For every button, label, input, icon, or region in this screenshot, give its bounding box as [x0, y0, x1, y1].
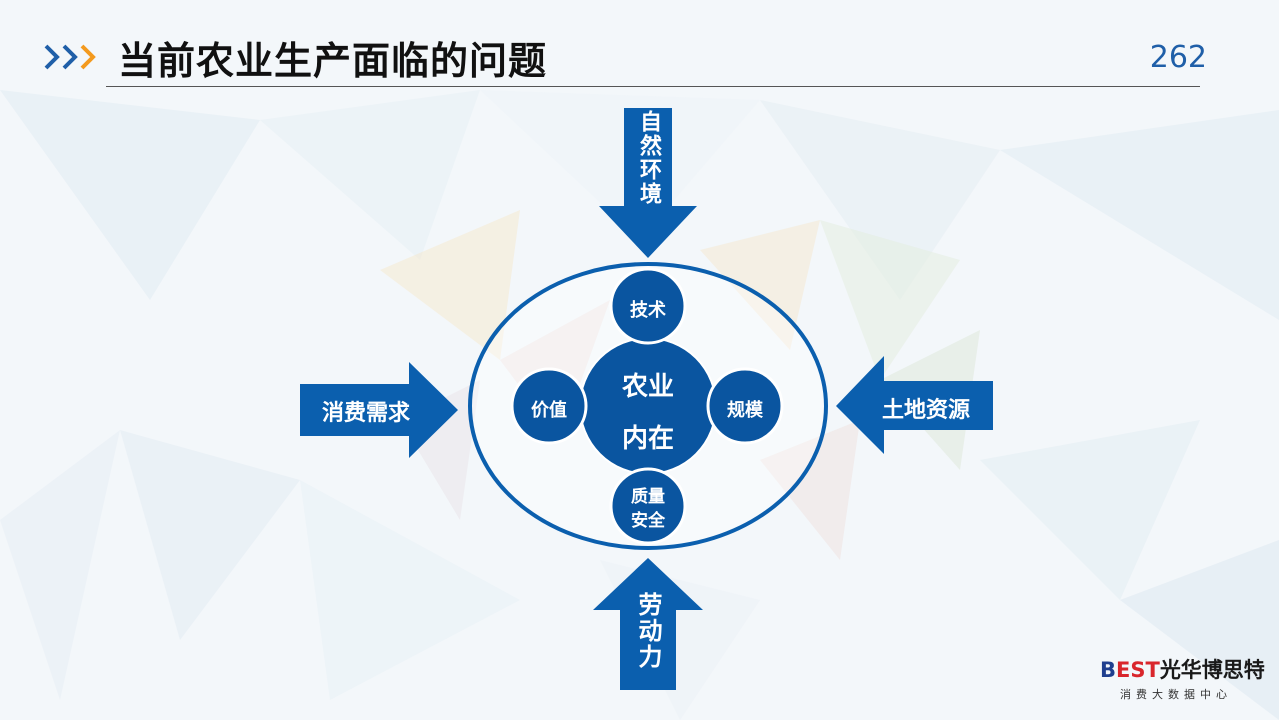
center-label-line1: 农业 [621, 372, 674, 402]
satellite-bottom-label-line1: 质量 [631, 487, 665, 507]
logo-name: 光华博思特 [1159, 658, 1265, 682]
satellite-bottom-circle [609, 467, 687, 545]
satellite-bottom-label-line2: 安全 [631, 511, 665, 531]
arrow-left-label: 消费需求 [321, 401, 410, 426]
center-label-line2: 内在 [621, 424, 674, 454]
arrow-right-label: 土地资源 [881, 398, 970, 423]
logo-mark-est: EST [1116, 658, 1160, 682]
logo-wordmark: BEST光华博思特 [1100, 654, 1265, 684]
slide-title: 当前农业生产面临的问题 [118, 39, 548, 83]
logo-tagline: 消费大数据中心 [1120, 688, 1232, 701]
arrow-right-shape [836, 356, 993, 454]
satellite-left-circle [510, 367, 588, 445]
logo-mark-b: B [1100, 658, 1117, 682]
satellite-right-label: 规模 [727, 400, 763, 421]
satellite-left-label: 价值 [531, 400, 567, 421]
arrow-left-shape [300, 362, 458, 458]
company-logo: BEST光华博思特 消费大数据中心 [1100, 650, 1270, 710]
arrow-top-shape [599, 108, 697, 258]
satellite-top-label: 技术 [630, 300, 666, 321]
satellite-top-circle [609, 267, 687, 345]
arrow-bottom-shape [593, 558, 703, 690]
arrow-bottom-label: 劳动力 [634, 592, 662, 670]
slide-header: 当前农业生产面临的问题 262 [0, 0, 1279, 90]
arrow-top-label: 自然环境 [636, 110, 661, 206]
header-divider [106, 86, 1200, 87]
page-number: 262 [1149, 40, 1207, 75]
chevron-arrows-icon [44, 44, 96, 70]
satellite-right-circle [706, 367, 784, 445]
